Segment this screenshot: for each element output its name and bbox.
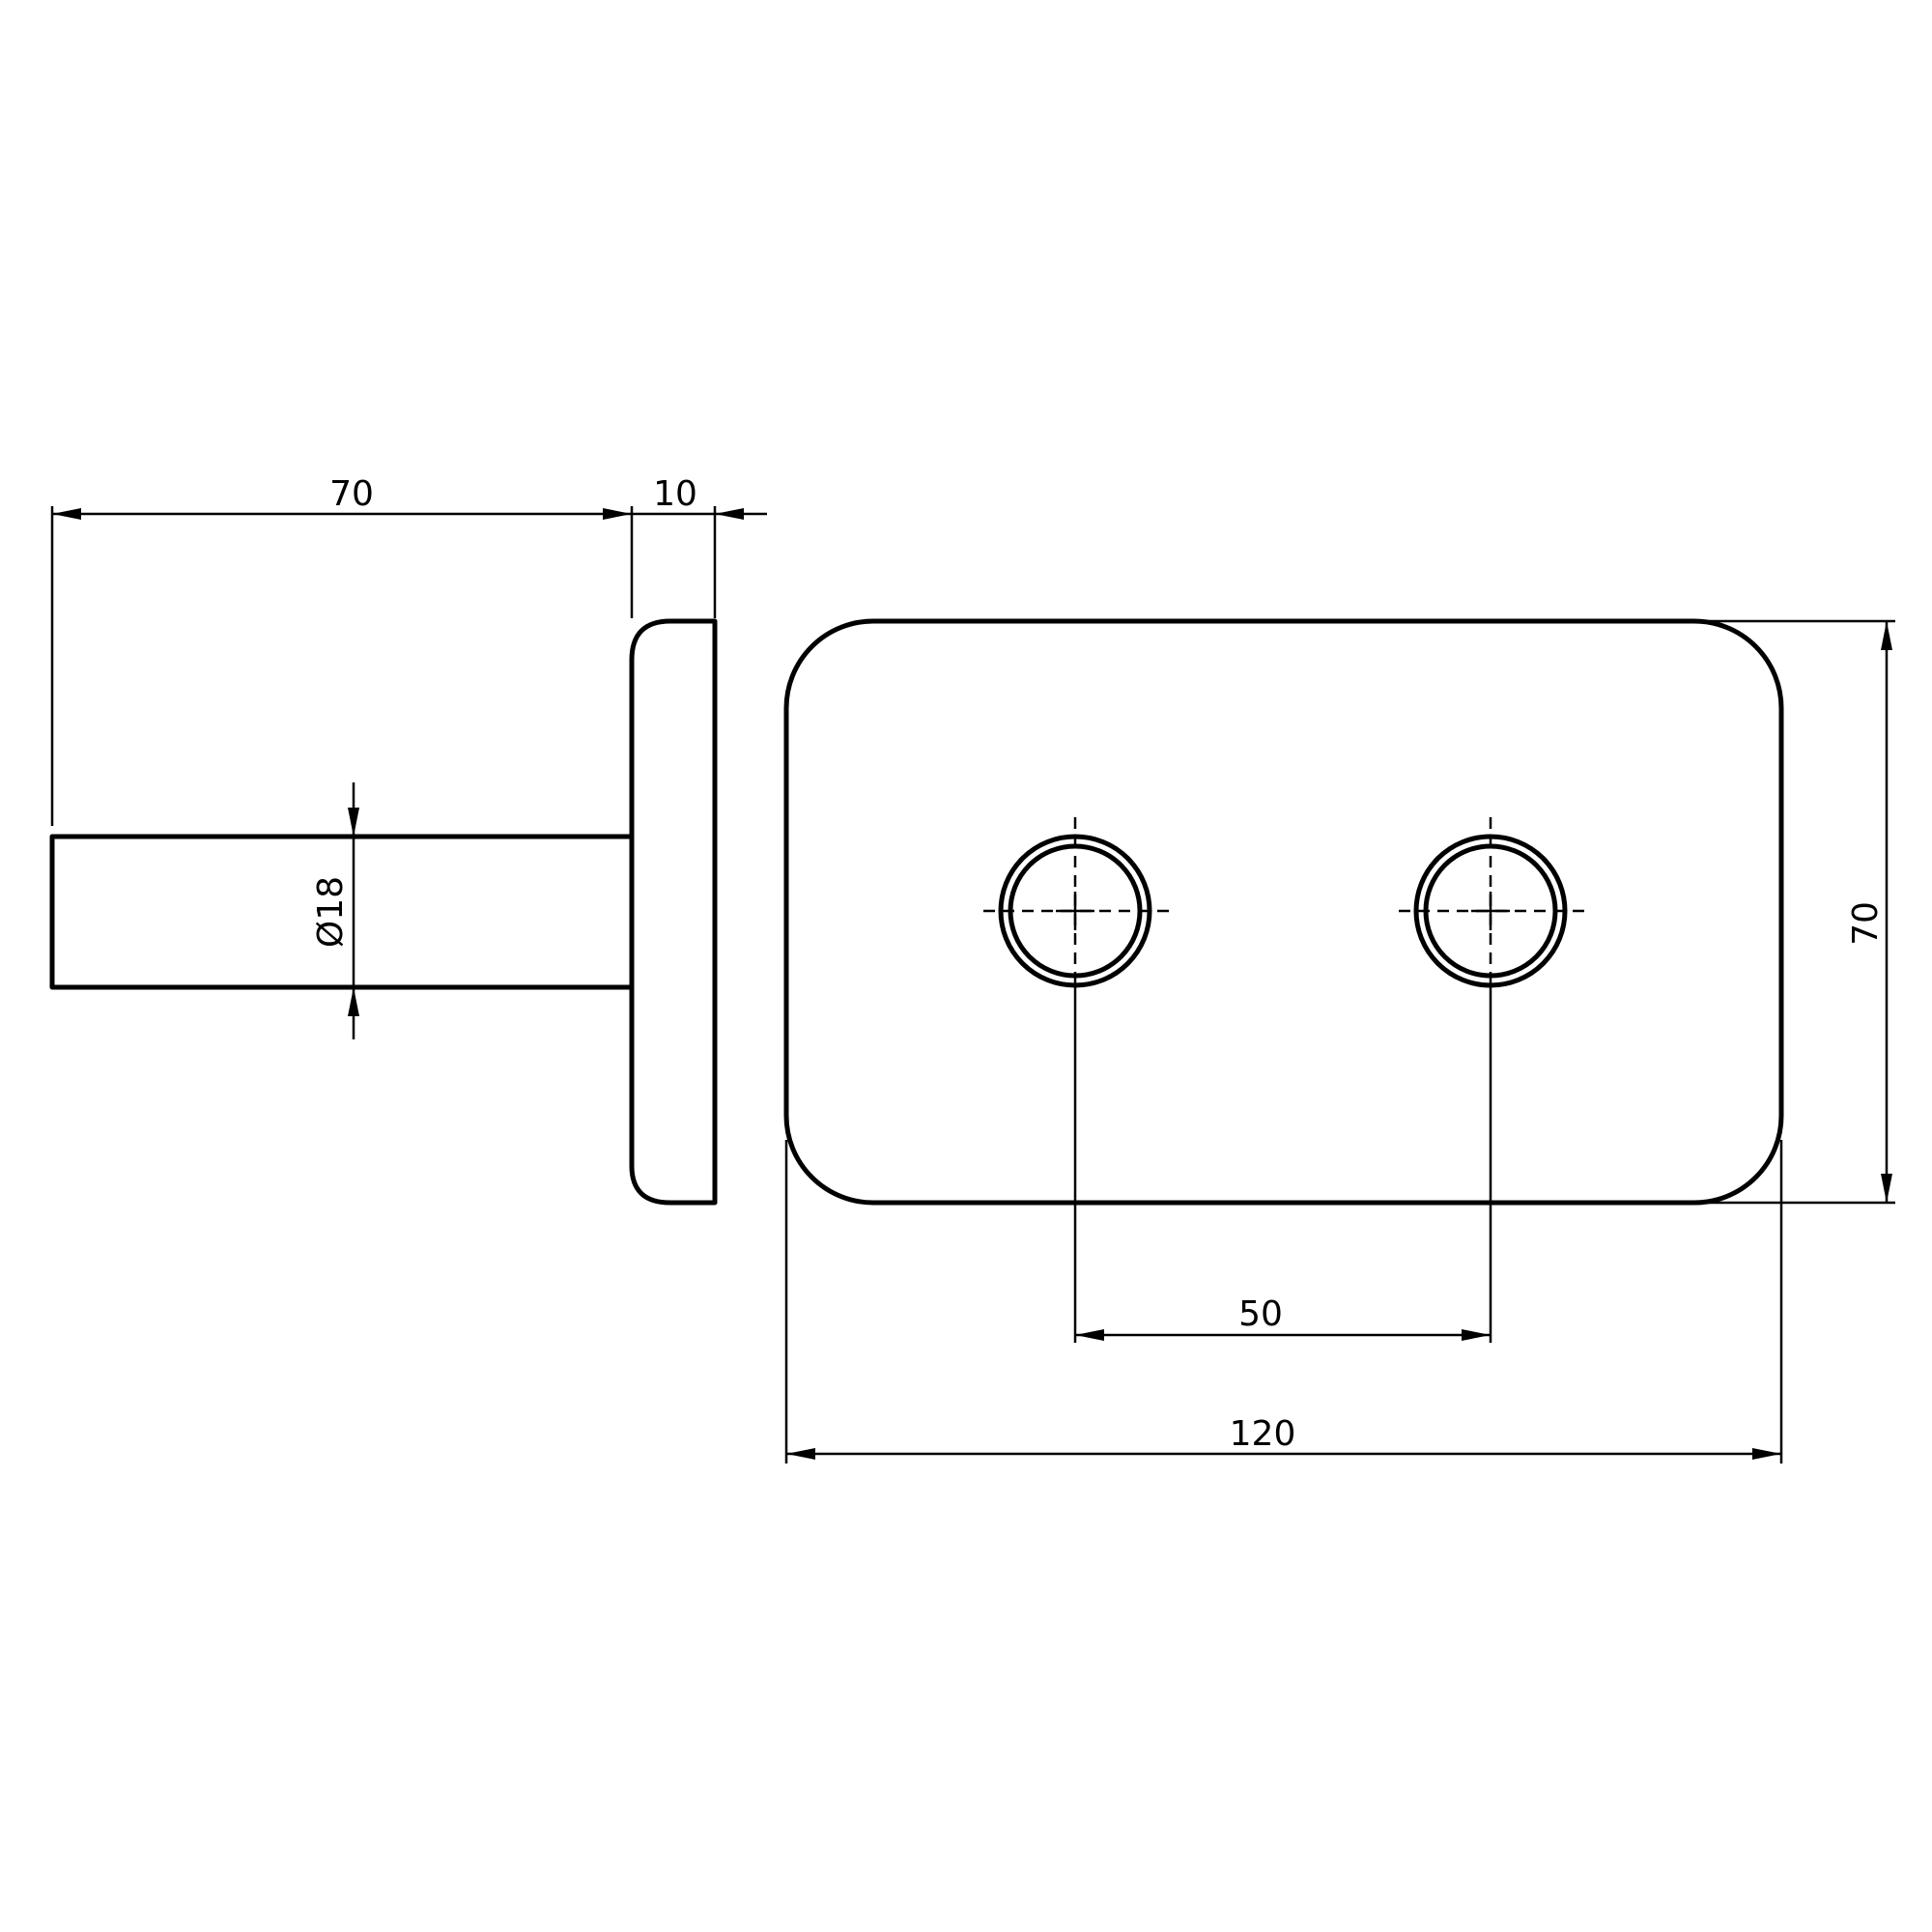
side-view: 70 10 Ø18 — [49, 474, 767, 1206]
plate-height-label: 70 — [1846, 901, 1886, 946]
shaft-diameter-dimension: Ø18 — [311, 782, 359, 1039]
plate-thickness-dimension: 10 — [632, 474, 767, 618]
shaft-outline — [49, 834, 632, 990]
plate-width-dimension: 120 — [784, 1140, 1783, 1463]
hole-spacing-dimension: 50 — [1073, 976, 1492, 1343]
hole-spacing-label: 50 — [1238, 1294, 1283, 1334]
shaft-diameter-label: Ø18 — [311, 876, 351, 948]
shaft-length-label: 70 — [329, 474, 374, 514]
front-view: 50 120 70 — [783, 618, 1895, 1463]
left-hole — [983, 817, 1169, 988]
shaft-length-dimension: 70 — [50, 474, 634, 826]
right-hole — [1399, 817, 1584, 988]
plate-front-outline — [783, 618, 1784, 1206]
plate-width-label: 120 — [1230, 1414, 1296, 1454]
plate-thickness-label: 10 — [653, 474, 697, 514]
plate-height-dimension: 70 — [1700, 619, 1895, 1205]
plate-side-outline — [629, 618, 718, 1206]
